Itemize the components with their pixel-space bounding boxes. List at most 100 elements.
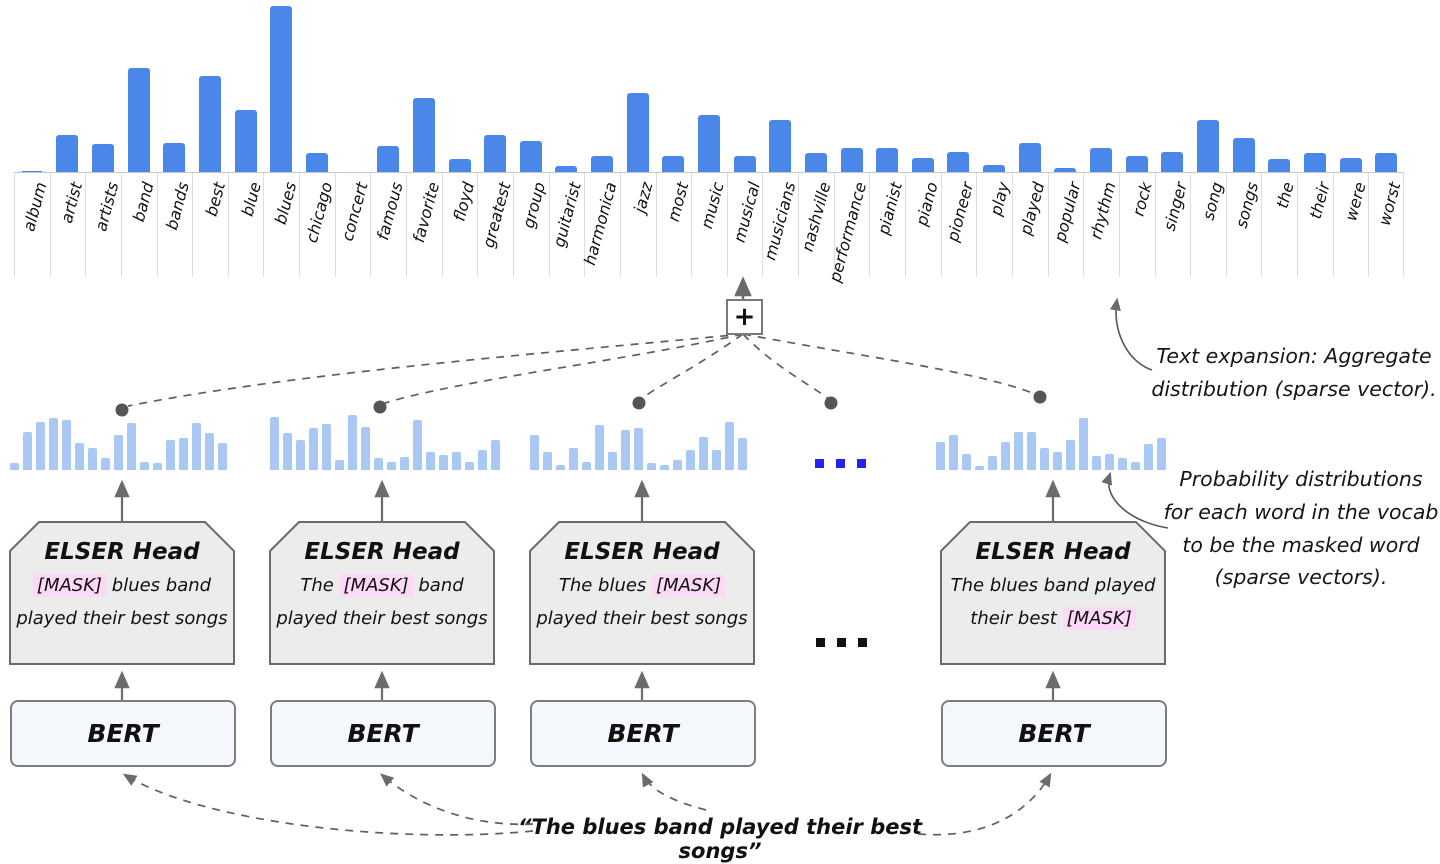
bert-box-2: BERT — [270, 700, 496, 767]
fan-line-3 — [640, 333, 744, 400]
sentence-text: their best — [970, 608, 1063, 629]
vocab-bar-jazz — [626, 93, 649, 173]
mini-bar — [465, 462, 474, 470]
mini-bar — [530, 435, 539, 470]
fan-endpoint-dot — [373, 400, 387, 414]
vocab-bar-best — [199, 76, 222, 173]
mini-bar — [10, 463, 19, 470]
vocab-label: their — [1305, 180, 1334, 221]
mini-bar — [647, 463, 656, 470]
mini-bar — [738, 438, 747, 470]
mini-bar — [1014, 432, 1023, 470]
mini-bar — [988, 456, 997, 470]
token-distribution-chart-4 — [936, 415, 1166, 470]
vocab-bar-piano — [911, 158, 934, 173]
label-band: greatest — [477, 173, 514, 277]
mini-bar — [335, 460, 344, 470]
mask-token: [MASK] — [1062, 607, 1136, 630]
elser-head-box-2: ELSER Head The [MASK] band played their … — [269, 521, 495, 665]
elser-head-title: ELSER Head — [564, 539, 720, 565]
label-band: favorite — [406, 173, 443, 277]
label-band: popular — [1047, 173, 1084, 277]
fan-line-1 — [127, 333, 744, 407]
vocab-bar-the — [1268, 159, 1291, 173]
vocab-bar-songs — [1232, 138, 1255, 173]
mask-token: [MASK] — [32, 574, 107, 597]
sentence-text: played their best songs — [16, 608, 228, 629]
vocab-bar-pioneer — [947, 152, 970, 173]
vocab-bar-musicians — [769, 120, 792, 173]
mini-bar — [387, 462, 396, 470]
mini-bar — [962, 454, 971, 470]
label-band: nashville — [798, 173, 835, 277]
vocab-cell: rhythm — [1083, 6, 1120, 277]
vocab-cell: music — [691, 6, 728, 277]
mini-bar — [296, 440, 305, 470]
mini-bar — [348, 415, 357, 470]
mini-bar — [88, 448, 97, 470]
vocab-cell: guitarist — [548, 6, 586, 277]
mini-bar — [543, 452, 552, 470]
label-band: artist — [49, 173, 86, 277]
vocab-bar-musical — [733, 156, 756, 173]
vocab-label: rhythm — [1086, 180, 1120, 242]
vocab-label: song — [1198, 180, 1227, 223]
label-band: rock — [1118, 173, 1156, 277]
vocab-bar-rock — [1125, 156, 1148, 173]
masked-sentence-line: played their best songs — [9, 607, 235, 631]
mini-bar — [101, 458, 110, 470]
vocab-cell: nashville — [798, 6, 835, 277]
vocab-cell: harmonica — [580, 6, 621, 277]
elser-head-title: ELSER Head — [44, 539, 200, 565]
vocab-cell: chicago — [299, 6, 336, 277]
mini-bar — [452, 452, 461, 470]
label-band: pioneer — [940, 173, 977, 277]
mini-bar — [1131, 462, 1140, 470]
mini-bar — [322, 424, 331, 470]
vocab-label: guitarist — [549, 180, 586, 250]
mini-bar — [686, 450, 695, 470]
mini-bar — [49, 418, 58, 470]
vocab-label: group — [519, 180, 550, 231]
elser-head-box-4: ELSER Head The blues band played their b… — [940, 521, 1166, 665]
vocab-bar-artist — [56, 135, 79, 173]
sum-aggregator-box: + — [726, 299, 763, 335]
vocab-cell: piano — [905, 6, 942, 277]
label-band: most — [655, 173, 692, 277]
vocab-cell: greatest — [477, 6, 514, 277]
mini-bar — [127, 423, 136, 470]
vocab-label: were — [1340, 180, 1370, 223]
bert-label: BERT — [87, 719, 159, 748]
vocab-cell: songs — [1225, 6, 1262, 277]
masked-sentence-line: played their best songs — [269, 607, 495, 631]
masked-sentence-line: played their best songs — [529, 607, 755, 631]
mini-bar — [218, 443, 227, 470]
vocab-label: harmonica — [580, 180, 621, 268]
mini-bar — [1040, 448, 1049, 470]
vocab-bar-chicago — [305, 153, 328, 173]
vocab-bar-floyd — [448, 159, 471, 173]
masked-sentence-line: The [MASK] band — [269, 574, 495, 598]
label-band: their — [1297, 173, 1334, 277]
vocab-cell: the — [1261, 6, 1298, 277]
mini-bar — [1105, 454, 1114, 470]
label-band: group — [512, 173, 550, 277]
mini-bar — [1066, 440, 1075, 470]
mini-bar — [949, 435, 958, 470]
vocab-label: musical — [729, 180, 764, 245]
vocab-bar-played — [1018, 143, 1041, 173]
label-band: musical — [726, 173, 764, 277]
vocab-cell: concert — [334, 6, 371, 277]
vocab-label: musicians — [760, 180, 800, 263]
label-band: piano — [905, 173, 942, 277]
fan-endpoint-dot — [1033, 390, 1047, 404]
vocab-bar-performance — [840, 148, 863, 173]
label-band: floyd — [441, 173, 478, 277]
vocab-cell: most — [655, 6, 692, 277]
masked-sentence-line: their best [MASK] — [940, 607, 1166, 631]
ellipsis-heads-icon — [816, 638, 867, 647]
vocab-bar-popular — [1054, 168, 1077, 173]
label-band: performance — [825, 173, 870, 284]
mini-bar — [192, 423, 201, 470]
